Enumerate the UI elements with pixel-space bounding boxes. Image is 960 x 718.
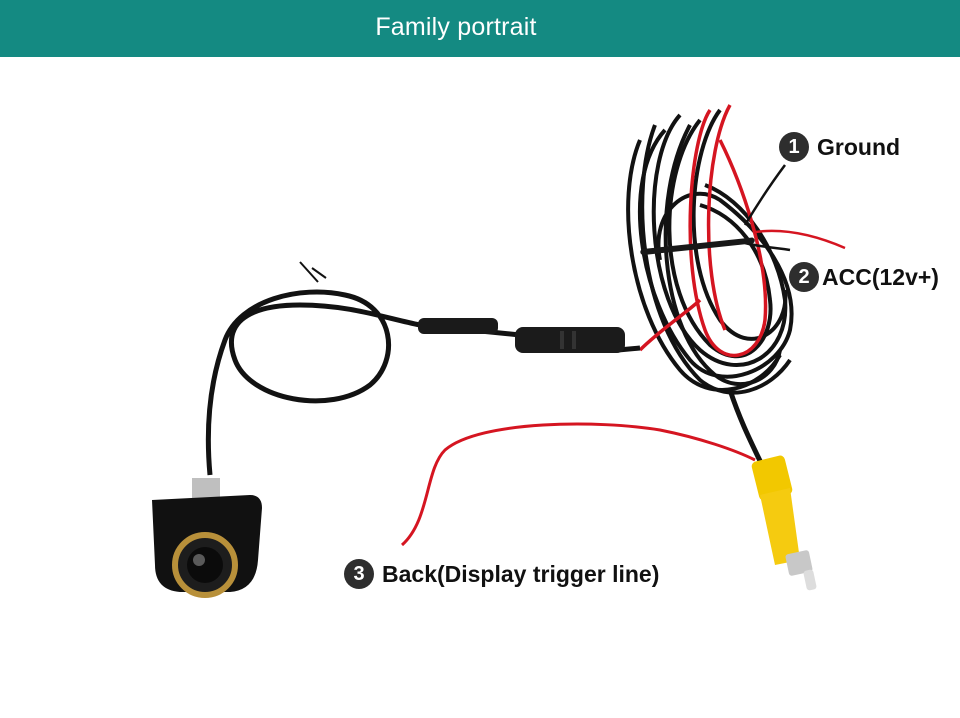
callout-label-back: Back(Display trigger line)	[382, 560, 660, 587]
inline-connector-2	[515, 327, 625, 353]
callout-label-ground: Ground	[817, 133, 901, 160]
callout-number-3: 3	[344, 559, 374, 589]
banner-title: Family portrait	[375, 13, 537, 41]
ground-wire	[743, 164, 787, 226]
camera-body	[152, 478, 262, 598]
acc-wire	[754, 229, 846, 250]
callout-label-acc: ACC(12v+)	[822, 263, 939, 290]
callout-back: 3 Back(Display trigger line)	[344, 559, 659, 589]
cable-coil	[626, 108, 794, 395]
acc-black-wire	[744, 241, 791, 252]
callout-ground: 1 Ground	[779, 132, 900, 162]
inline-connector-1	[418, 318, 498, 334]
callout-number-2: 2	[789, 262, 819, 292]
callout-number-1: 1	[779, 132, 809, 162]
power-wire-loops	[638, 104, 768, 358]
title-banner: Family portrait	[0, 0, 960, 57]
callout-acc: 2 ACC(12v+)	[789, 262, 939, 292]
rca-connector	[751, 455, 817, 591]
product-photo	[152, 104, 846, 598]
trigger-wire	[400, 422, 756, 547]
